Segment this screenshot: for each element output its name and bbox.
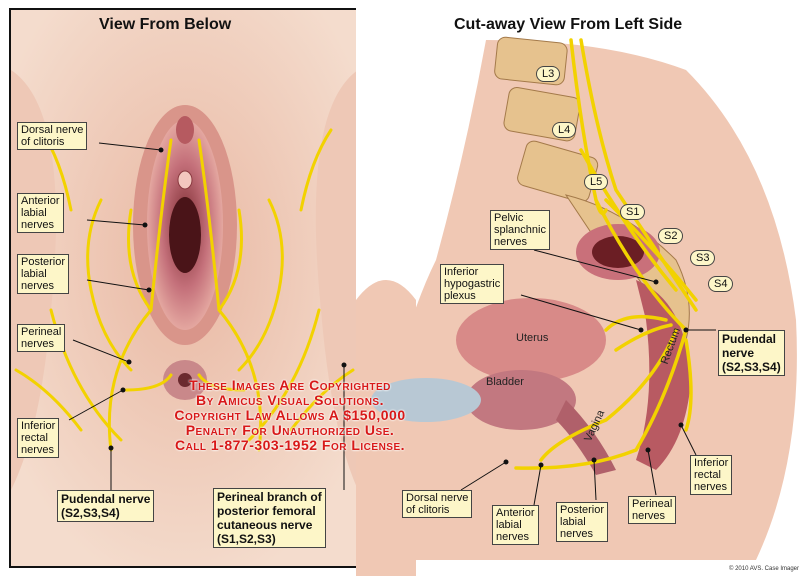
- label-anterior-labial-nerves: Anterior labial nerves: [17, 193, 64, 233]
- vertebra-label-l3: L3: [536, 66, 560, 82]
- vertebra-label-s4: S4: [708, 276, 733, 292]
- copyright-watermark: These Images Are Copyrighted By Amicus V…: [80, 378, 500, 453]
- label-inferior-rectal-nerves: Inferior rectal nerves: [17, 418, 59, 458]
- left-panel-title: View From Below: [99, 16, 231, 34]
- image-credit: © 2010 AVS. Case Imager: [729, 566, 799, 572]
- view-from-below-panel: View From Below Dorsal nerve of clitoris…: [9, 8, 360, 568]
- vertebra-label-s1: S1: [620, 204, 645, 220]
- label-dorsal-nerve-of-clitoris: Dorsal nerve of clitoris: [17, 122, 87, 150]
- vertebra-label-s3: S3: [690, 250, 715, 266]
- label-perineal-nerves: Perineal nerves: [17, 324, 65, 352]
- label-posterior-labial-nerves: Posterior labial nerves: [17, 254, 69, 294]
- label-anterior-labial-nerves-side: Anterior labial nerves: [492, 505, 539, 545]
- label-dorsal-nerve-of-clitoris-side: Dorsal nerve of clitoris: [402, 490, 472, 518]
- label-perineal-branch: Perineal branch of posterior femoral cut…: [213, 488, 326, 548]
- cutaway-left-side-panel: Cut-away View From Left Side L3 L4 L5 S1…: [356, 0, 803, 576]
- label-pudendal-nerve-side: Pudendal nerve (S2,S3,S4): [718, 330, 785, 376]
- label-inferior-hypogastric-plexus: Inferior hypogastric plexus: [440, 264, 504, 304]
- label-pudendal-nerve: Pudendal nerve (S2,S3,S4): [57, 490, 154, 522]
- vertebra-label-l5: L5: [584, 174, 608, 190]
- label-posterior-labial-nerves-side: Posterior labial nerves: [556, 502, 608, 542]
- vertebra-label-s2: S2: [658, 228, 683, 244]
- right-panel-title: Cut-away View From Left Side: [454, 16, 682, 34]
- label-inferior-rectal-nerves-side: Inferior rectal nerves: [690, 455, 732, 495]
- vertebra-label-l4: L4: [552, 122, 576, 138]
- organ-label-uterus: Uterus: [516, 332, 548, 344]
- label-perineal-nerves-side: Perineal nerves: [628, 496, 676, 524]
- label-pelvic-splanchnic-nerves: Pelvic splanchnic nerves: [490, 210, 550, 250]
